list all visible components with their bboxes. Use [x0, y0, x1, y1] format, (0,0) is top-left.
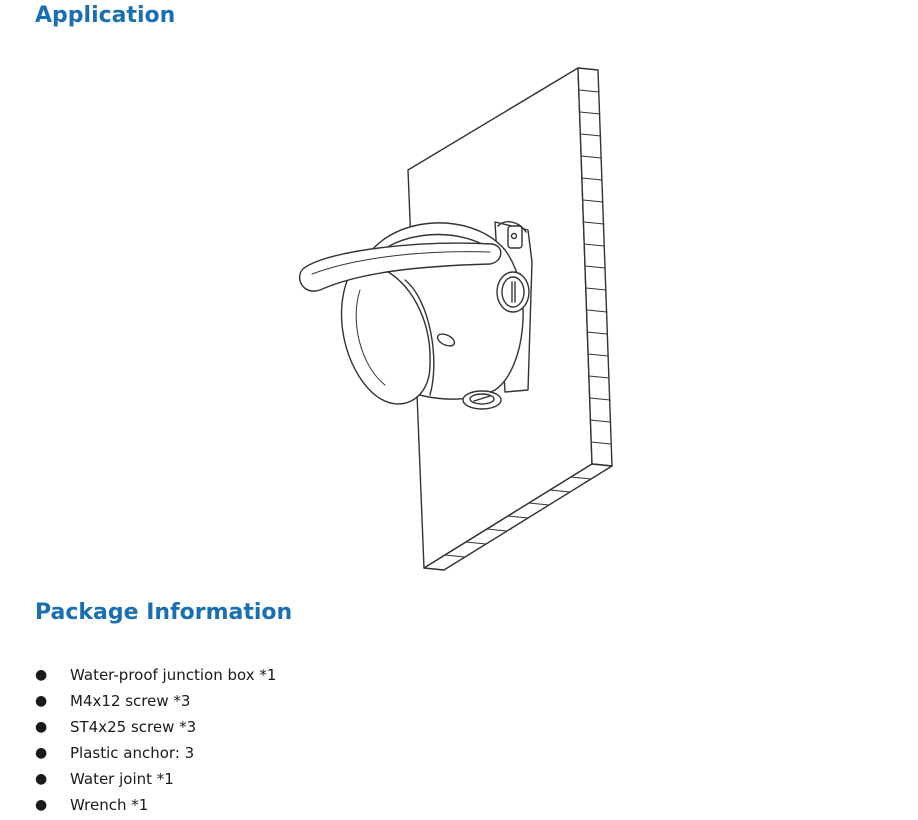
package-item-text: Water-proof junction box *1 — [70, 666, 277, 684]
bullet-icon: ● — [35, 667, 48, 683]
bullet-icon: ● — [35, 693, 48, 709]
bullet-icon: ● — [35, 719, 48, 735]
bullet-icon: ● — [35, 771, 48, 787]
bullet-icon: ● — [35, 745, 48, 761]
application-heading: Application — [35, 3, 176, 28]
package-item-text: M4x12 screw *3 — [70, 692, 191, 710]
package-information-heading: Package Information — [35, 600, 293, 625]
package-item-text: Plastic anchor: 3 — [70, 744, 195, 762]
bullet-icon: ● — [35, 797, 48, 813]
wall-mount-dome-camera-illustration — [299, 67, 613, 571]
package-item-text: ST4x25 screw *3 — [70, 718, 197, 736]
package-item-text: Wrench *1 — [70, 796, 149, 814]
package-item-text: Water joint *1 — [70, 770, 174, 788]
